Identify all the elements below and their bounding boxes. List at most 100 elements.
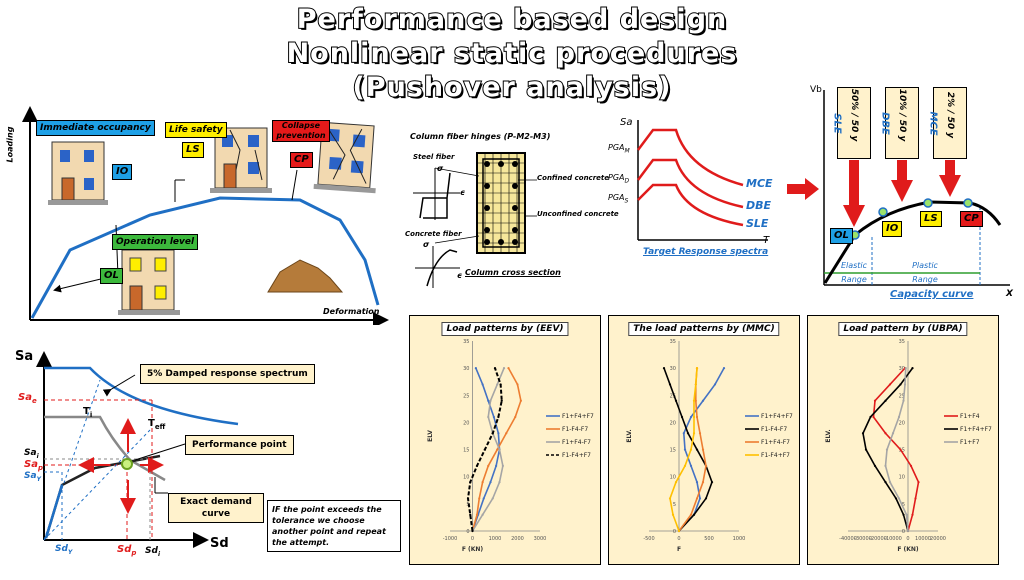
data-point bbox=[694, 399, 697, 402]
y-tick-label: 20 bbox=[670, 420, 676, 426]
data-point bbox=[682, 432, 685, 435]
fiber-panel: Column fiber hinges (P-M2-M3) Steel fibe… bbox=[405, 128, 619, 293]
data-point bbox=[505, 432, 508, 435]
data-point bbox=[689, 448, 693, 451]
y-tick-label: 10 bbox=[463, 475, 469, 481]
fiber-title: Column fiber hinges (P-M2-M3) bbox=[410, 132, 551, 141]
fiber-graphic bbox=[413, 152, 537, 288]
data-point bbox=[471, 529, 474, 533]
data-point bbox=[884, 399, 887, 402]
red-arrow-icon bbox=[787, 178, 819, 200]
data-point bbox=[496, 383, 499, 386]
data-point bbox=[495, 464, 498, 467]
data-point bbox=[475, 513, 479, 516]
legend-label: F1+F4-F7 bbox=[562, 439, 591, 446]
badge-cp: CP bbox=[290, 152, 313, 168]
y-tick-label: 5 bbox=[902, 502, 905, 508]
data-point bbox=[695, 497, 699, 500]
sdp-sub: p bbox=[131, 549, 137, 557]
confined-concrete-label: Confined concrete bbox=[537, 174, 610, 182]
spectra-panel: Sa PGAM PGAD PGAS MCE DBE SLE T Target R… bbox=[608, 115, 788, 265]
pga-d-sub: D bbox=[624, 177, 630, 185]
data-point bbox=[680, 415, 684, 419]
mce-probability: 2% / 50 y bbox=[945, 91, 955, 139]
data-point bbox=[695, 448, 699, 451]
data-point bbox=[897, 497, 901, 500]
data-point bbox=[694, 383, 697, 386]
data-point bbox=[487, 415, 490, 419]
title-line-3: (Pushover analysis) bbox=[351, 71, 672, 104]
dbe-probability: 10% / 50 y bbox=[897, 88, 907, 142]
x-tick-label: 1000 bbox=[489, 536, 502, 542]
mce-label: MCE bbox=[746, 177, 773, 190]
spectra-sa: Sa bbox=[620, 117, 633, 128]
pga-m-label: PGAM bbox=[608, 143, 630, 155]
capacity-ls: LS bbox=[920, 211, 942, 227]
label-immediate-occupancy: Immediate occupancy bbox=[36, 120, 155, 136]
y-tick-label: 35 bbox=[670, 339, 676, 345]
legend-label: F1+F4+F7 bbox=[960, 426, 992, 433]
data-point bbox=[491, 432, 494, 435]
capacity-io: IO bbox=[882, 221, 903, 237]
spectra-t: T bbox=[763, 235, 770, 246]
legend-label: F1+F4 bbox=[960, 413, 980, 420]
data-point bbox=[668, 497, 672, 500]
capacity-caption: Capacity curve bbox=[890, 289, 974, 300]
pga-m: PGA bbox=[608, 143, 625, 152]
data-point bbox=[891, 432, 895, 435]
sae-label: Sae bbox=[18, 392, 37, 405]
y-tick-label: 35 bbox=[899, 339, 905, 345]
data-point bbox=[497, 432, 500, 435]
steel-fiber-label: Steel fiber bbox=[413, 153, 455, 161]
pga-s-label: PGAS bbox=[608, 193, 628, 205]
legend-label: F1+F4+F7 bbox=[562, 413, 594, 420]
epsilon-concrete: ϵ bbox=[457, 271, 463, 280]
data-point bbox=[507, 367, 510, 370]
sigma-steel: σ bbox=[437, 164, 444, 173]
data-point bbox=[514, 415, 517, 419]
badge-io: IO bbox=[112, 164, 133, 180]
data-point bbox=[516, 383, 519, 386]
data-point bbox=[489, 481, 492, 484]
y-tick-label: 0 bbox=[673, 529, 676, 535]
exact-demand-label: Exact demand curve bbox=[168, 493, 264, 523]
data-point bbox=[674, 481, 678, 484]
cross-section-label: Column cross section bbox=[465, 268, 561, 277]
y-tick-label: 0 bbox=[466, 529, 469, 535]
capacity-panel: Vb X 50% / 50 y SLE 10% / 50 y DBE 2% / … bbox=[810, 85, 1024, 305]
data-point bbox=[469, 481, 472, 484]
data-point bbox=[704, 497, 708, 500]
demand-sd: Sd bbox=[210, 536, 229, 551]
data-point bbox=[884, 464, 887, 467]
y-tick-label: 10 bbox=[670, 475, 676, 481]
data-point bbox=[475, 464, 479, 467]
x-tick-label: 3000 bbox=[534, 536, 547, 542]
series-line bbox=[872, 367, 920, 532]
legend-label: F1+F4-F7 bbox=[761, 439, 790, 446]
data-point bbox=[698, 432, 702, 435]
data-point bbox=[674, 399, 678, 402]
data-point bbox=[497, 415, 500, 419]
say: Sa bbox=[24, 471, 37, 481]
mce-box-label: MCE bbox=[927, 111, 939, 136]
unconfined-concrete-label: Unconfined concrete bbox=[537, 210, 619, 218]
sle-box-label: SLE bbox=[831, 113, 843, 134]
data-point bbox=[894, 497, 898, 500]
legend-label: F1-F4-F7 bbox=[562, 426, 588, 433]
data-point bbox=[519, 399, 522, 402]
y-tick-label: 30 bbox=[899, 366, 905, 372]
x-tick-label: 0 bbox=[906, 536, 909, 542]
sdp-label: Sdp bbox=[117, 544, 136, 557]
sdy-sub: Y bbox=[67, 548, 73, 556]
data-point bbox=[911, 513, 914, 516]
data-point bbox=[481, 513, 484, 516]
badge-ol: OL bbox=[100, 268, 123, 284]
spectrum-label: 5% Damped response spectrum bbox=[140, 364, 315, 384]
x-axis-label: F (KN) bbox=[897, 546, 919, 553]
performance-point-label: Performance point bbox=[185, 435, 294, 455]
data-point bbox=[489, 399, 492, 402]
x-tick-label: 500 bbox=[704, 536, 714, 542]
legend-label: F1-F4-F7 bbox=[761, 426, 787, 433]
